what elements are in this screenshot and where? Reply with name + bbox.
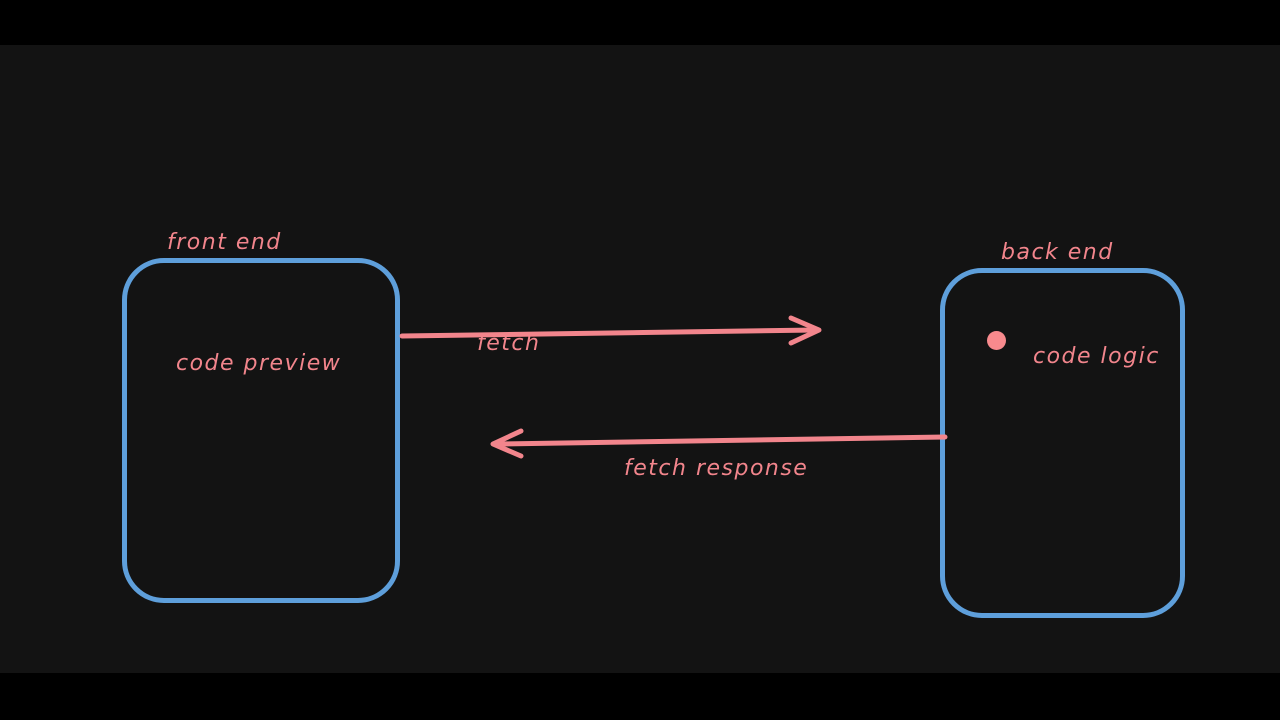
back-end-box bbox=[940, 268, 1185, 618]
fetch-response-arrow-label: fetch response bbox=[624, 456, 809, 481]
pink-dot-bullet bbox=[987, 331, 1006, 350]
front-end-content-label: code preview bbox=[176, 351, 342, 376]
front-end-title: front end bbox=[167, 230, 282, 255]
back-end-title: back end bbox=[1001, 240, 1114, 265]
letterbox-bottom bbox=[0, 673, 1280, 720]
fetch-arrow-label: fetch bbox=[477, 331, 541, 356]
letterbox-top bbox=[0, 0, 1280, 45]
front-end-box bbox=[122, 258, 400, 603]
drawing-canvas: front end code preview back end code log… bbox=[0, 45, 1280, 673]
back-end-content-label: code logic bbox=[1033, 344, 1160, 369]
